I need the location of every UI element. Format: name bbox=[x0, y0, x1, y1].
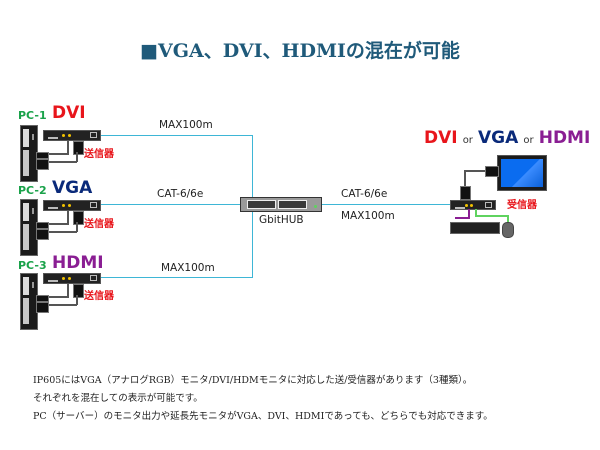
transmitter-icon bbox=[43, 200, 101, 211]
video-connector-icon bbox=[73, 141, 84, 155]
transmitter-icon bbox=[43, 273, 101, 284]
pc-label: PC-2 bbox=[18, 184, 47, 197]
transmitter-label: 送信器 bbox=[84, 291, 114, 302]
cable-pc3 bbox=[94, 277, 252, 278]
receiver-label: 受信器 bbox=[507, 200, 537, 211]
pc-group-1: PC-1 DVI 送信器 bbox=[0, 100, 130, 182]
description-line: それぞれを混在しての表示が可能です。 bbox=[33, 393, 203, 404]
receiver-signal-options: DVI or VGA or HDMI bbox=[424, 128, 590, 148]
video-connector-icon bbox=[36, 229, 49, 240]
gigabit-hub-icon bbox=[240, 197, 322, 212]
cable-length-label: MAX100m bbox=[159, 119, 213, 131]
pc-tower-icon bbox=[20, 273, 38, 330]
cable-uplink bbox=[320, 204, 450, 205]
usb-connector-icon bbox=[36, 152, 49, 159]
cable-pc1 bbox=[94, 135, 252, 136]
signal-type-label: DVI bbox=[52, 103, 86, 123]
video-connector-icon bbox=[485, 166, 499, 177]
or-text: or bbox=[523, 135, 534, 146]
description-text: IP605にはVGA（アナログRGB）モニタ/DVI/HDMモニタに対応した送/… bbox=[33, 372, 493, 426]
video-connector-icon bbox=[73, 211, 84, 225]
mouse-icon bbox=[502, 222, 514, 238]
page-title: ■VGA、DVI、HDMIの混在が可能 bbox=[140, 40, 460, 62]
hub-label: GbitHUB bbox=[259, 214, 304, 226]
transmitter-label: 送信器 bbox=[84, 149, 114, 160]
cable-type-label: CAT-6/6e bbox=[157, 188, 204, 200]
keyboard-icon bbox=[450, 222, 500, 234]
signal-option-hdmi: HDMI bbox=[538, 128, 591, 148]
video-connector-icon bbox=[36, 159, 49, 170]
pc-group-3: PC-3 HDMI 送信器 bbox=[0, 250, 130, 330]
transmitter-icon bbox=[43, 130, 101, 141]
signal-type-label: VGA bbox=[52, 178, 93, 198]
pc-label: PC-3 bbox=[18, 259, 47, 272]
cable-pc2 bbox=[94, 204, 240, 205]
usb-connector-icon bbox=[36, 295, 49, 302]
pc-tower-icon bbox=[20, 125, 38, 182]
description-line: IP605にはVGA（アナログRGB）モニタ/DVI/HDMモニタに対応した送/… bbox=[33, 375, 473, 386]
video-connector-icon bbox=[460, 186, 471, 200]
cable-length-label: MAX100m bbox=[161, 262, 215, 274]
signal-option-dvi: DVI bbox=[424, 128, 458, 148]
usb-connector-icon bbox=[36, 222, 49, 229]
receiver-icon bbox=[450, 200, 496, 210]
pc-group-2: PC-2 VGA 送信器 bbox=[0, 175, 130, 256]
description-line: PC（サーバー）のモニタ出力や延長先モニタがVGA、DVI、HDMIであっても、… bbox=[33, 411, 493, 422]
signal-option-vga: VGA bbox=[478, 128, 519, 148]
uplink-length-label: MAX100m bbox=[341, 210, 395, 222]
transmitter-label: 送信器 bbox=[84, 219, 114, 230]
pc-label: PC-1 bbox=[18, 109, 47, 122]
or-text: or bbox=[462, 135, 473, 146]
signal-type-label: HDMI bbox=[52, 253, 104, 273]
video-connector-icon bbox=[36, 302, 49, 313]
monitor-icon bbox=[497, 155, 547, 191]
video-connector-icon bbox=[73, 284, 84, 298]
uplink-cable-type-label: CAT-6/6e bbox=[341, 188, 388, 200]
